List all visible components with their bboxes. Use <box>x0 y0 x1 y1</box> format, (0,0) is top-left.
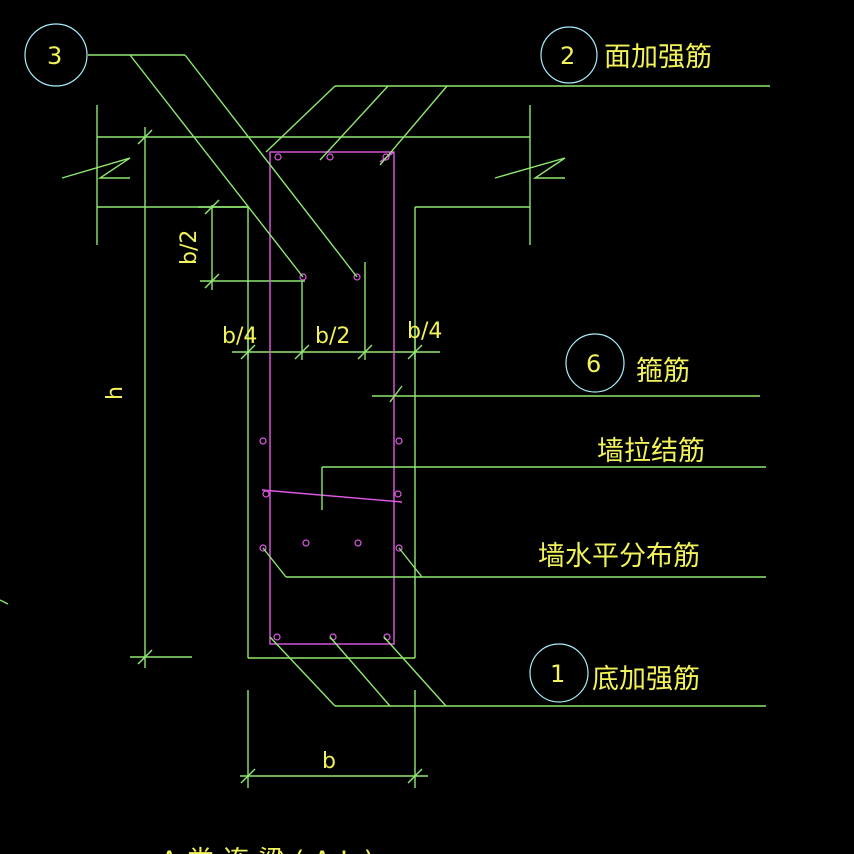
dim-h-label: h <box>103 386 128 400</box>
label-stirrup: 箍筋 <box>636 356 690 387</box>
svg-text:3: 3 <box>47 42 62 70</box>
callout-2: 2 <box>540 26 598 84</box>
dim-b2-vertical-label: b/2 <box>177 230 202 265</box>
dim-b4-right-label: b/4 <box>407 319 442 344</box>
callout-6: 6 <box>565 333 625 393</box>
dim-b-label: b <box>322 749 336 774</box>
dim-b2-mid-label: b/2 <box>315 324 350 349</box>
leader-lines <box>88 54 770 707</box>
dimension-horizontal-top: b/4 b/2 b/4 <box>222 262 442 360</box>
dimension-h: h <box>103 127 192 668</box>
label-bottom-rebar: 底加强筋 <box>592 664 700 695</box>
label-wall-horizontal: 墙水平分布筋 <box>538 541 700 572</box>
rebar-dots <box>259 153 403 641</box>
dimension-b: b <box>240 690 428 788</box>
label-wall-tie: 墙拉结筋 <box>597 436 705 467</box>
label-top-rebar: 面加强筋 <box>604 42 712 73</box>
callout-3: 3 <box>24 23 88 87</box>
svg-text:6: 6 <box>586 350 601 378</box>
svg-text:2: 2 <box>560 42 575 70</box>
title-partial: A 类 连 梁 ( A L ) <box>160 846 374 854</box>
edge-tick <box>0 599 9 605</box>
stirrup <box>261 151 403 645</box>
callout-1: 1 <box>529 643 589 703</box>
dimension-b2-vertical: b/2 <box>177 199 305 290</box>
concrete-outline <box>61 105 566 659</box>
dim-b4-left-label: b/4 <box>222 324 257 349</box>
svg-text:1: 1 <box>550 660 565 688</box>
